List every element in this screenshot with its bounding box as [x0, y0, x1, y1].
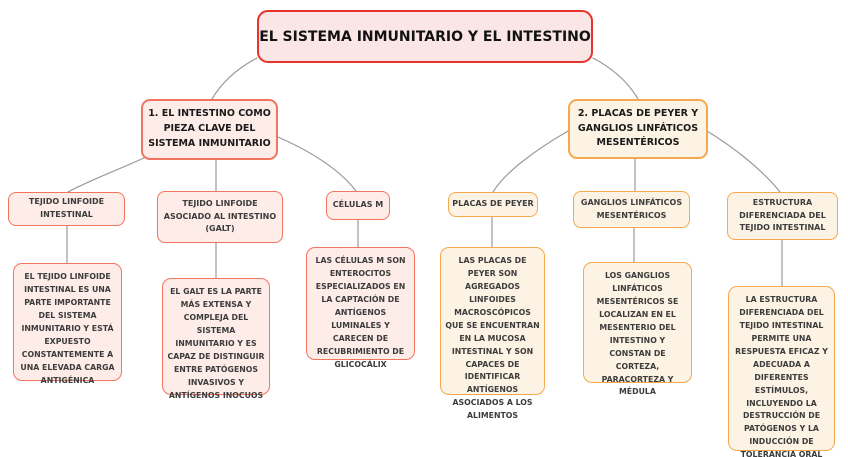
topic-node-celulas-m[interactable]: CÉLULAS M [326, 191, 390, 220]
detail-node-tejido-linfoide-intestinal[interactable]: EL TEJIDO LINFOIDE INTESTINAL ES UNA PAR… [13, 263, 122, 385]
topic-node-placas-de-peyer[interactable]: PLACAS DE PEYER [448, 192, 538, 217]
edge-branch2-topic1 [492, 129, 571, 193]
topic-node-galt[interactable]: TEJIDO LINFOIDE ASOCIADO AL INTESTINO (G… [157, 191, 283, 243]
topic-label: CÉLULAS M [332, 200, 384, 210]
edge-title-branch2 [592, 57, 639, 100]
topic-node-tejido-linfoide-intestinal[interactable]: TEJIDO LINFOIDE INTESTINAL [8, 192, 125, 226]
detail-text: LA ESTRUCTURA DIFERENCIADA DEL TEJIDO IN… [735, 295, 828, 457]
topic-label: PLACAS DE PEYER [452, 199, 534, 209]
detail-node-placas-de-peyer[interactable]: LAS PLACAS DE PEYER SON AGREGADOS LINFOI… [440, 247, 545, 420]
detail-text: LOS GANGLIOS LINFÁTICOS MESENTÉRICOS SE … [596, 271, 679, 397]
topic-label: GANGLIOS LINFÁTICOS MESENTÉRICOS [580, 197, 683, 220]
detail-node-estructura-diferenciada[interactable]: LA ESTRUCTURA DIFERENCIADA DEL TEJIDO IN… [728, 286, 835, 457]
detail-text: LAS PLACAS DE PEYER SON AGREGADOS LINFOI… [445, 256, 540, 421]
topic-label: TEJIDO LINFOIDE ASOCIADO AL INTESTINO (G… [163, 198, 277, 234]
edge-branch1-topic3 [277, 136, 357, 192]
topic-node-ganglios-linfaticos[interactable]: GANGLIOS LINFÁTICOS MESENTÉRICOS [573, 191, 690, 228]
branch-label: 1. EL INTESTINO COMO PIEZA CLAVE DEL SIS… [148, 108, 271, 149]
topic-node-estructura-diferenciada[interactable]: ESTRUCTURA DIFERENCIADA DEL TEJIDO INTES… [727, 192, 838, 240]
detail-text: EL GALT ES LA PARTE MÁS EXTENSA Y COMPLE… [167, 287, 265, 400]
detail-node-celulas-m[interactable]: LAS CÉLULAS M SON ENTEROCITOS ESPECIALIZ… [306, 247, 415, 369]
edge-branch2-topic3 [706, 130, 781, 193]
branch-node-intestino-pieza-clave[interactable]: 1. EL INTESTINO COMO PIEZA CLAVE DEL SIS… [141, 99, 278, 160]
detail-text: LAS CÉLULAS M SON ENTEROCITOS ESPECIALIZ… [315, 256, 406, 369]
detail-node-galt[interactable]: EL GALT ES LA PARTE MÁS EXTENSA Y COMPLE… [162, 278, 270, 400]
branch-node-placas-peyer-ganglios[interactable]: 2. PLACAS DE PEYER Y GANGLIOS LINFÁTICOS… [568, 99, 708, 159]
map-title: EL SISTEMA INMUNITARIO Y EL INTESTINO [259, 28, 591, 45]
topic-label: ESTRUCTURA DIFERENCIADA DEL TEJIDO INTES… [739, 197, 826, 233]
detail-text: EL TEJIDO LINFOIDE INTESTINAL ES UNA PAR… [20, 272, 115, 385]
title-node[interactable]: EL SISTEMA INMUNITARIO Y EL INTESTINO [257, 10, 593, 63]
topic-label: TEJIDO LINFOIDE INTESTINAL [28, 197, 105, 219]
edge-title-branch1 [211, 57, 258, 100]
branch-label: 2. PLACAS DE PEYER Y GANGLIOS LINFÁTICOS… [577, 107, 699, 149]
edge-branch1-topic1 [67, 156, 147, 193]
detail-node-ganglios-linfaticos[interactable]: LOS GANGLIOS LINFÁTICOS MESENTÉRICOS SE … [583, 262, 692, 396]
